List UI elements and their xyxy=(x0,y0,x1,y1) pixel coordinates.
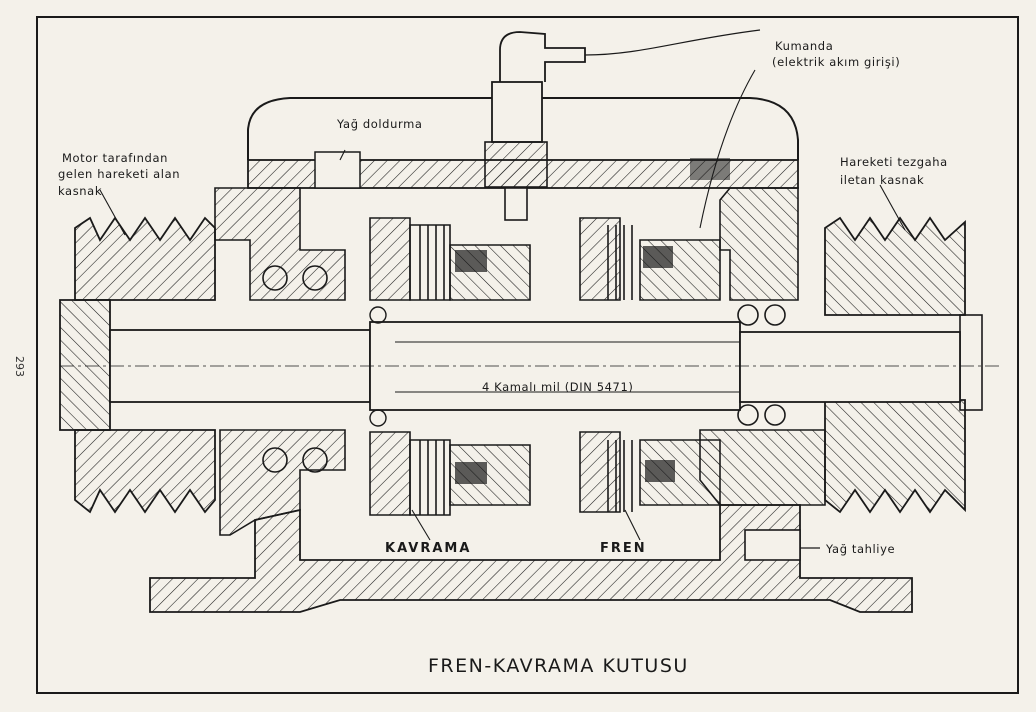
motor-pulley-label-2: gelen hareketi alan xyxy=(58,167,180,181)
oil-fill-label: Yağ doldurma xyxy=(336,117,423,131)
motor-pulley-label-3: kasnak xyxy=(58,184,102,198)
brake-unit xyxy=(579,217,721,513)
brake-label: FREN xyxy=(600,541,647,556)
bearings xyxy=(262,265,786,473)
oil-drain-label: Yağ tahliye xyxy=(825,542,895,556)
shaft-label: 4 Kamalı mil (DIN 5471) xyxy=(482,380,633,394)
oil-drain-plug xyxy=(744,529,820,561)
splined-shaft xyxy=(60,321,1000,411)
motor-pulley-label-1: Motor tarafından xyxy=(62,151,168,165)
control-sub-label: (elektrik akım girişi) xyxy=(772,55,900,69)
output-pulley-label-2: iletan kasnak xyxy=(840,173,924,187)
electrical-connector xyxy=(484,29,761,221)
housing-left-wall xyxy=(214,187,346,536)
housing-right-wall xyxy=(699,187,826,506)
leader-lines xyxy=(99,69,906,541)
clutch-label: KAVRAMA xyxy=(385,541,471,556)
page-border xyxy=(36,16,1019,694)
page-number: 293 xyxy=(13,356,26,377)
clutch-unit xyxy=(369,217,531,516)
output-pulley-label-1: Hareketi tezgaha xyxy=(840,155,948,169)
control-label: Kumanda xyxy=(775,39,833,53)
drawing-title: FREN-KAVRAMA KUTUSU xyxy=(428,655,689,677)
left-pulley xyxy=(59,216,216,514)
